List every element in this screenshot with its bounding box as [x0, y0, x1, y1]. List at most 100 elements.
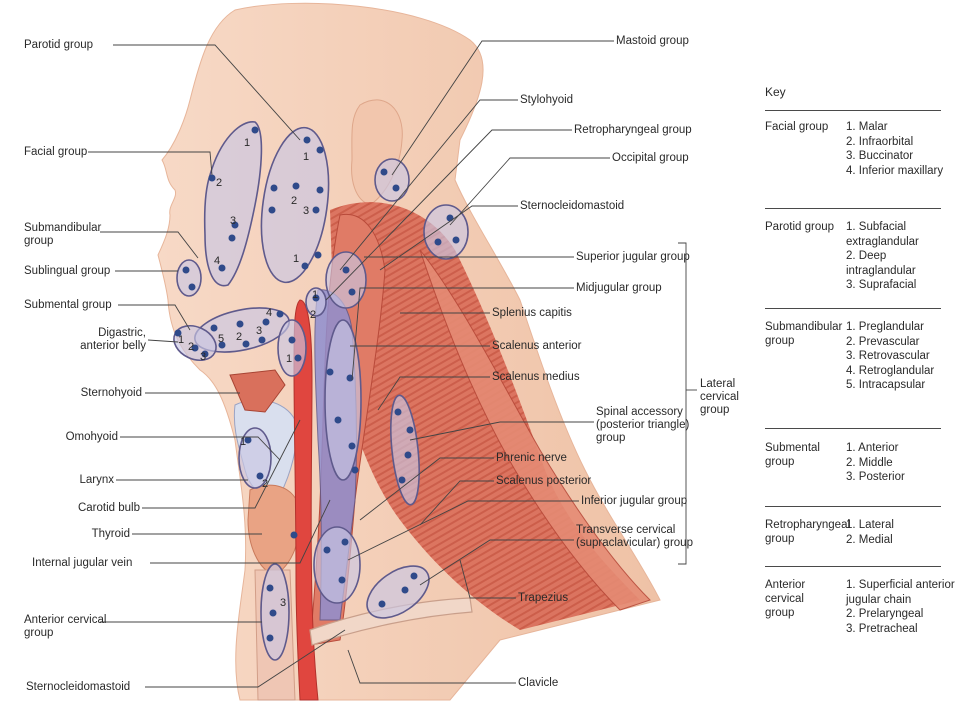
node-number: 1	[286, 353, 292, 365]
key-divider	[765, 506, 941, 507]
sublingual-node-region	[176, 259, 202, 297]
node-number: 1	[240, 436, 246, 448]
node-dot	[208, 174, 216, 182]
node-dot	[236, 320, 244, 328]
node-dot	[434, 238, 442, 246]
node-dot	[334, 416, 342, 424]
node-dot	[210, 324, 218, 332]
node-dot	[303, 136, 311, 144]
node-dot	[218, 341, 226, 349]
leader-line	[351, 287, 574, 381]
node-dot	[228, 234, 236, 242]
node-dot	[270, 184, 278, 192]
key-item: 3. Pretracheal	[846, 622, 918, 635]
label-occipital-group: Occipital group	[612, 152, 689, 164]
label-superior-jugular-group: Superior jugular group	[576, 251, 690, 263]
label-scalenus-anterior: Scalenus anterior	[492, 340, 582, 352]
leader-line	[88, 151, 213, 176]
node-dot	[398, 476, 406, 484]
node-number: 1	[244, 137, 250, 149]
node-dot	[256, 472, 264, 480]
node-dot	[316, 146, 324, 154]
key-item: 2. Prelaryngeal	[846, 608, 924, 620]
key-list-facial: 1. Malar 2. Infraorbital 3. Buccinator 4…	[846, 120, 956, 178]
label-facial-group: Facial group	[24, 146, 88, 158]
key-item: 4. Inferior maxillary	[846, 164, 944, 177]
node-number: 3	[280, 597, 286, 609]
label-sternocleidomastoid-bottom: Sternocleidomastoid	[26, 681, 131, 693]
label-anterior-cervical-group: Anterior cervical group	[24, 614, 107, 639]
node-number: 2	[216, 177, 222, 189]
key-list-submandibular: 1. Preglandular 2. Prevascular 3. Retrov…	[846, 320, 956, 393]
key-list-anterior-cervical: 1. Superficial anterior jugular chain 2.…	[846, 578, 956, 636]
node-number: 2	[310, 309, 316, 321]
node-dot	[244, 436, 252, 444]
key-item: 1. Subfacial extraglandular	[846, 221, 919, 248]
key-item: 5. Intracapsular	[846, 379, 926, 391]
label-larynx: Larynx	[79, 474, 114, 486]
spinal-accessory-node-region	[390, 394, 420, 506]
leader-line	[339, 99, 518, 271]
node-number: 4	[214, 255, 220, 267]
leader-line	[120, 436, 281, 461]
key-group-retropharyngeal: Retropharyngeal group	[765, 519, 851, 545]
node-dot	[188, 283, 196, 291]
key-item: 1. Superficial anterior jugular chain	[846, 579, 955, 606]
node-number: 3	[256, 325, 262, 337]
leader-line	[150, 499, 331, 564]
carotid-artery	[293, 299, 319, 701]
node-dot	[341, 538, 349, 546]
leader-line	[142, 419, 301, 509]
label-parotid-group: Parotid group	[24, 39, 94, 51]
key-item: 2. Prevascular	[846, 335, 920, 348]
node-number: 3	[230, 215, 236, 227]
node-dot	[406, 426, 414, 434]
node-number-labels: 1 2 3 4 1 2 3 1 1 2 5 2 3 4 1 2 3 1 1 2 …	[178, 137, 318, 609]
node-number: 1	[293, 253, 299, 265]
inferior-jugular-node-region	[313, 526, 361, 604]
label-transverse-cervical-group: Transverse cervical (supraclavicular) gr…	[576, 524, 693, 549]
node-dot	[258, 336, 266, 344]
node-dot	[351, 466, 359, 474]
leader-line	[118, 304, 191, 331]
key-group-submandibular: Submandibular group	[765, 321, 843, 347]
node-dot	[312, 294, 320, 302]
node-dot	[338, 576, 346, 584]
node-number: 1	[178, 334, 184, 346]
node-dot	[378, 600, 386, 608]
leader-line	[100, 231, 199, 259]
midjugular-node-region	[324, 319, 362, 481]
node-dot	[410, 572, 418, 580]
leader-line	[449, 157, 610, 226]
label-stylohyoid: Stylohyoid	[520, 94, 574, 106]
key-list-parotid: 1. Subfacial extraglandular 2. Deep intr…	[846, 220, 956, 293]
label-mastoid-group: Mastoid group	[616, 35, 689, 47]
lateral-group-bracket	[678, 242, 687, 565]
node-dot	[290, 531, 298, 539]
label-retropharyngeal-group: Retropharyngeal group	[574, 124, 692, 136]
anterior-node-region-upper	[277, 319, 307, 377]
node-number: 3	[303, 205, 309, 217]
leader-line	[113, 44, 301, 141]
node-dot	[276, 310, 284, 318]
thyroid-shape	[247, 484, 301, 576]
label-sternocleidomastoid-right: Sternocleidomastoid	[520, 200, 625, 212]
label-clavicle: Clavicle	[518, 677, 559, 689]
node-dot	[342, 266, 350, 274]
node-dot	[182, 266, 190, 274]
node-dot	[231, 221, 239, 229]
label-trapezius: Trapezius	[518, 592, 569, 604]
label-spinal-accessory-group: Spinal accessory (posterior triangle) gr…	[596, 406, 690, 444]
node-dot	[288, 336, 296, 344]
key-item: 2. Medial	[846, 533, 893, 546]
node-dot	[323, 546, 331, 554]
occipital-node-region	[423, 204, 469, 260]
node-dot	[191, 344, 199, 352]
label-sublingual-group: Sublingual group	[24, 265, 111, 277]
label-lateral-cervical-group: Lateral cervical group	[700, 378, 739, 416]
node-dot	[266, 584, 274, 592]
node-dot	[201, 350, 209, 358]
node-number: 5	[218, 333, 224, 345]
node-dot	[348, 442, 356, 450]
